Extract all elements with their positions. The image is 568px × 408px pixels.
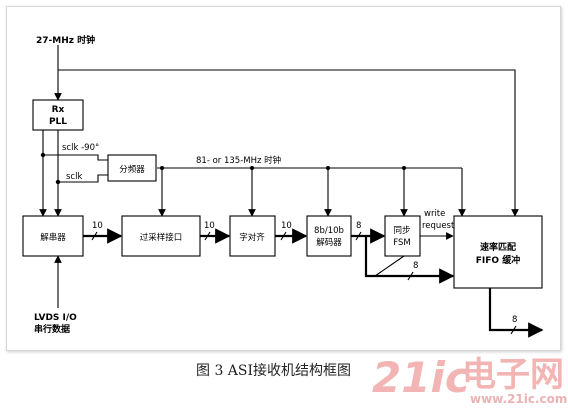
fifo-label-1: 速率匹配 bbox=[480, 241, 516, 253]
deserializer-block bbox=[22, 215, 84, 257]
pll-block bbox=[32, 99, 84, 131]
bus-slash bbox=[355, 231, 362, 241]
bus-width-label: 10 bbox=[204, 221, 215, 231]
junction-dot bbox=[160, 166, 164, 170]
junction-dot bbox=[326, 166, 330, 170]
bus-slash bbox=[510, 325, 517, 335]
watermark-brand-2: 电子网 bbox=[462, 355, 564, 395]
sclk-wire bbox=[58, 174, 108, 183]
decoder-block bbox=[306, 215, 352, 257]
sync-fsm-label-1: 同步 bbox=[393, 226, 410, 236]
sclk-label: sclk bbox=[66, 172, 82, 182]
bus-width-label: 8 bbox=[512, 315, 517, 325]
sclk90-wire bbox=[43, 154, 108, 161]
decoder-label-2: 解码器 bbox=[316, 237, 342, 248]
figure-caption: 图 3 ASI接收机结构框图 bbox=[196, 362, 351, 379]
bus-fifo-out bbox=[488, 288, 544, 338]
fifo-label-2: FIFO 缓冲 bbox=[476, 254, 520, 266]
fsm-feedback-wire bbox=[374, 255, 405, 277]
clock-input-label: 27-MHz 时钟 bbox=[36, 34, 95, 46]
oversample-label: 过采样接口 bbox=[140, 232, 183, 243]
junction-dot bbox=[250, 166, 254, 170]
sync-fsm-block bbox=[384, 215, 421, 257]
bus-width-label: 10 bbox=[281, 221, 292, 231]
junction-dot bbox=[402, 166, 406, 170]
bus-slash bbox=[407, 271, 414, 281]
watermark-url: www.21ic.com bbox=[470, 392, 567, 406]
request-label: request bbox=[422, 221, 455, 231]
bus-slash bbox=[91, 231, 98, 241]
divided-clock-label: 81- or 135-MHz 时钟 bbox=[196, 155, 281, 166]
junction-dot bbox=[40, 152, 46, 158]
oversample-block bbox=[121, 215, 201, 257]
bus-width-label: 8 bbox=[413, 261, 418, 271]
divider-block bbox=[107, 154, 157, 182]
bus-width-label: 8 bbox=[356, 221, 361, 231]
sclk90-label: sclk -90° bbox=[62, 143, 99, 153]
watermark-logo: 21ic 电子网 www.21ic.com bbox=[372, 353, 567, 406]
serial-input-label-2: 串行数据 bbox=[34, 323, 70, 335]
write-label: write bbox=[424, 209, 445, 219]
sync-fsm-label-2: FSM bbox=[393, 238, 410, 248]
decoder-label-1: 8b/10b bbox=[314, 226, 344, 236]
clock-to-fifo-wire bbox=[58, 69, 519, 217]
word-align-block bbox=[229, 215, 276, 257]
divider-label: 分频器 bbox=[119, 164, 145, 175]
pll-label-1: Rx bbox=[52, 105, 65, 115]
serial-input-label-1: LVDS I/O bbox=[34, 313, 77, 323]
word-align-label: 字对齐 bbox=[239, 232, 265, 243]
bus-slash bbox=[204, 231, 211, 241]
bus-decoder-fifo bbox=[364, 236, 455, 284]
pll-label-2: PLL bbox=[49, 117, 67, 127]
junction-dot bbox=[55, 179, 61, 185]
watermark-brand-1: 21ic bbox=[372, 353, 470, 402]
fifo-block bbox=[453, 215, 543, 289]
deserializer-label: 解串器 bbox=[40, 232, 66, 243]
bus-slash bbox=[280, 231, 287, 241]
bus-width-label: 10 bbox=[92, 221, 103, 231]
